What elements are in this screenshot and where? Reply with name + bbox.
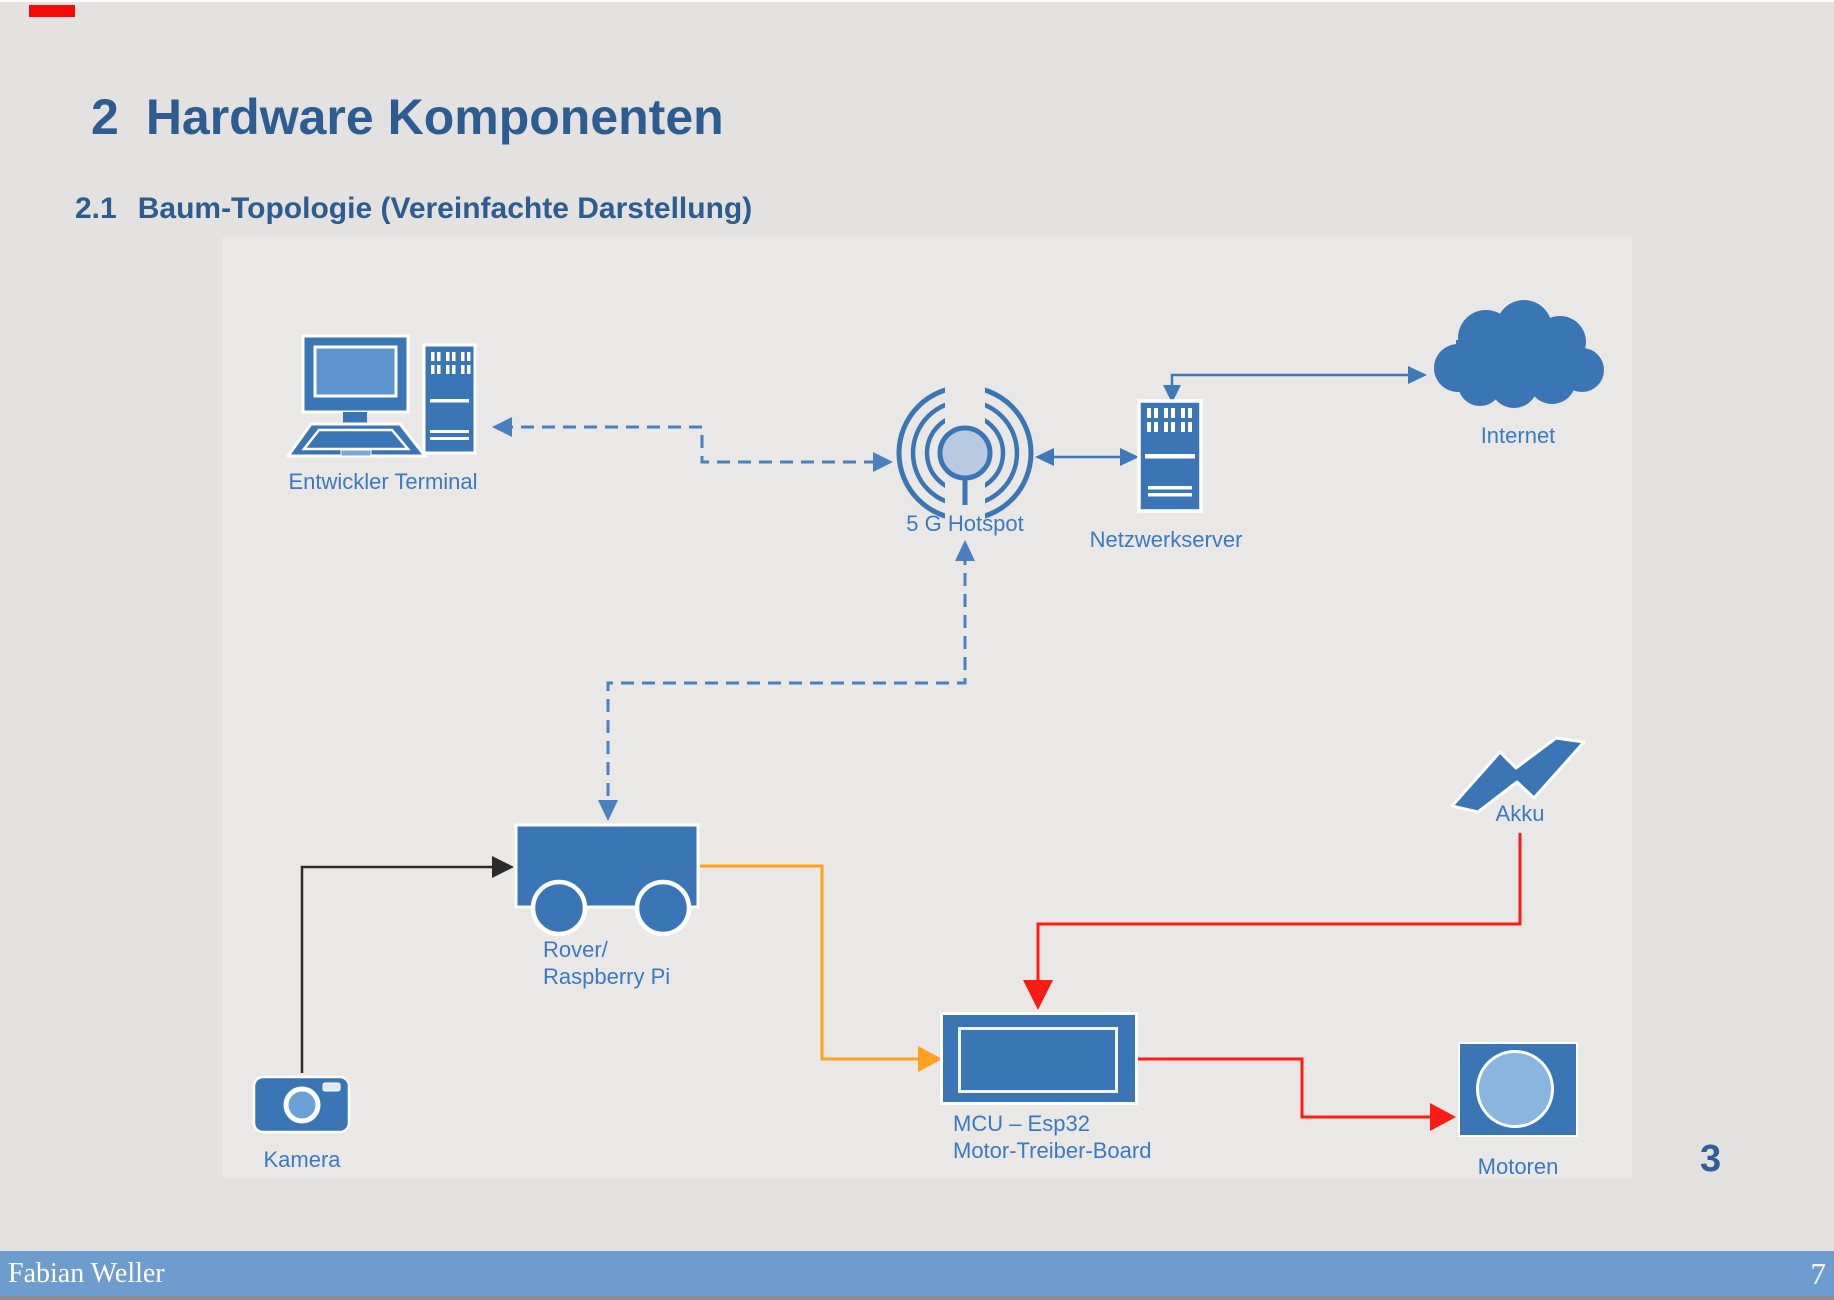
- label-5g-hotspot: 5 G Hotspot: [906, 511, 1024, 536]
- label-rover: Rover/ Raspberry Pi: [543, 936, 763, 990]
- camera-lens: [283, 1086, 321, 1124]
- connector-kamera-rover: [300, 856, 514, 1073]
- connector-rover-mcu: [700, 864, 942, 1072]
- wave-arcs-left: [896, 387, 945, 519]
- label-netzwerkserver: Netzwerkserver: [1089, 527, 1243, 552]
- label-rover-line1: Rover/: [543, 937, 608, 962]
- subtitle-text: Baum-Topologie (Vereinfachte Darstellung…: [137, 192, 753, 225]
- label-motoren: Motoren: [1477, 1154, 1559, 1179]
- keyboard: [287, 422, 429, 458]
- developer-terminal-icon: [287, 334, 477, 458]
- connector-server-internet: [1163, 366, 1427, 403]
- rover-icon: [514, 823, 700, 937]
- content-number: 3: [1700, 1138, 1722, 1180]
- label-entwickler-terminal: Entwickler Terminal: [288, 469, 478, 494]
- label-mcu: MCU – Esp32 Motor-Treiber-Board: [953, 1110, 1213, 1164]
- page-title: 2 Hardware Komponenten: [91, 88, 724, 146]
- rover-wheel-right: [634, 879, 692, 937]
- mcu-board-inner-frame: [958, 1027, 1118, 1093]
- footer-page-number: 7: [1810, 1256, 1827, 1291]
- internet-cloud-icon: [1434, 300, 1604, 408]
- connector-hotspot-rover: [598, 540, 975, 821]
- title-number: 2: [91, 89, 119, 145]
- window-bottom-edge: [0, 1296, 1834, 1300]
- footer-bar: Fabian Weller 7: [0, 1251, 1834, 1296]
- section-subtitle: 2.1 Baum-Topologie (Vereinfachte Darstell…: [75, 192, 752, 226]
- mcu-board-box: [940, 1012, 1138, 1105]
- motor-box: [1458, 1042, 1578, 1137]
- label-rover-line2: Raspberry Pi: [543, 964, 671, 989]
- footer-author: Fabian Weller: [8, 1258, 165, 1289]
- connector-terminal-hotspot: [492, 417, 893, 472]
- rover-wheel-left: [530, 879, 588, 937]
- camera-flash: [322, 1082, 341, 1092]
- camera-icon: [252, 1075, 351, 1134]
- motor-circle: [1476, 1050, 1554, 1128]
- label-mcu-line2: Motor-Treiber-Board: [953, 1138, 1152, 1163]
- label-internet: Internet: [1480, 423, 1556, 448]
- network-server-icon: [1137, 399, 1203, 513]
- connector-akku-mcu: [1023, 833, 1522, 1010]
- subtitle-number: 2.1: [75, 192, 117, 225]
- wave-arcs-right: [985, 387, 1034, 519]
- record-indicator: [29, 5, 75, 17]
- monitor: [301, 334, 410, 424]
- window-top-edge: [0, 0, 1834, 2]
- battery-lightning-icon: [1450, 736, 1586, 814]
- hotspot-icon: [896, 387, 1034, 519]
- label-mcu-line1: MCU – Esp32: [953, 1111, 1090, 1136]
- title-text: Hardware Komponenten: [145, 89, 724, 145]
- connector-hotspot-server: [1035, 448, 1139, 466]
- label-kamera: Kamera: [263, 1147, 341, 1172]
- label-akku: Akku: [1495, 801, 1545, 826]
- connector-mcu-motoren: [1138, 1057, 1456, 1131]
- tower-case: [422, 343, 477, 455]
